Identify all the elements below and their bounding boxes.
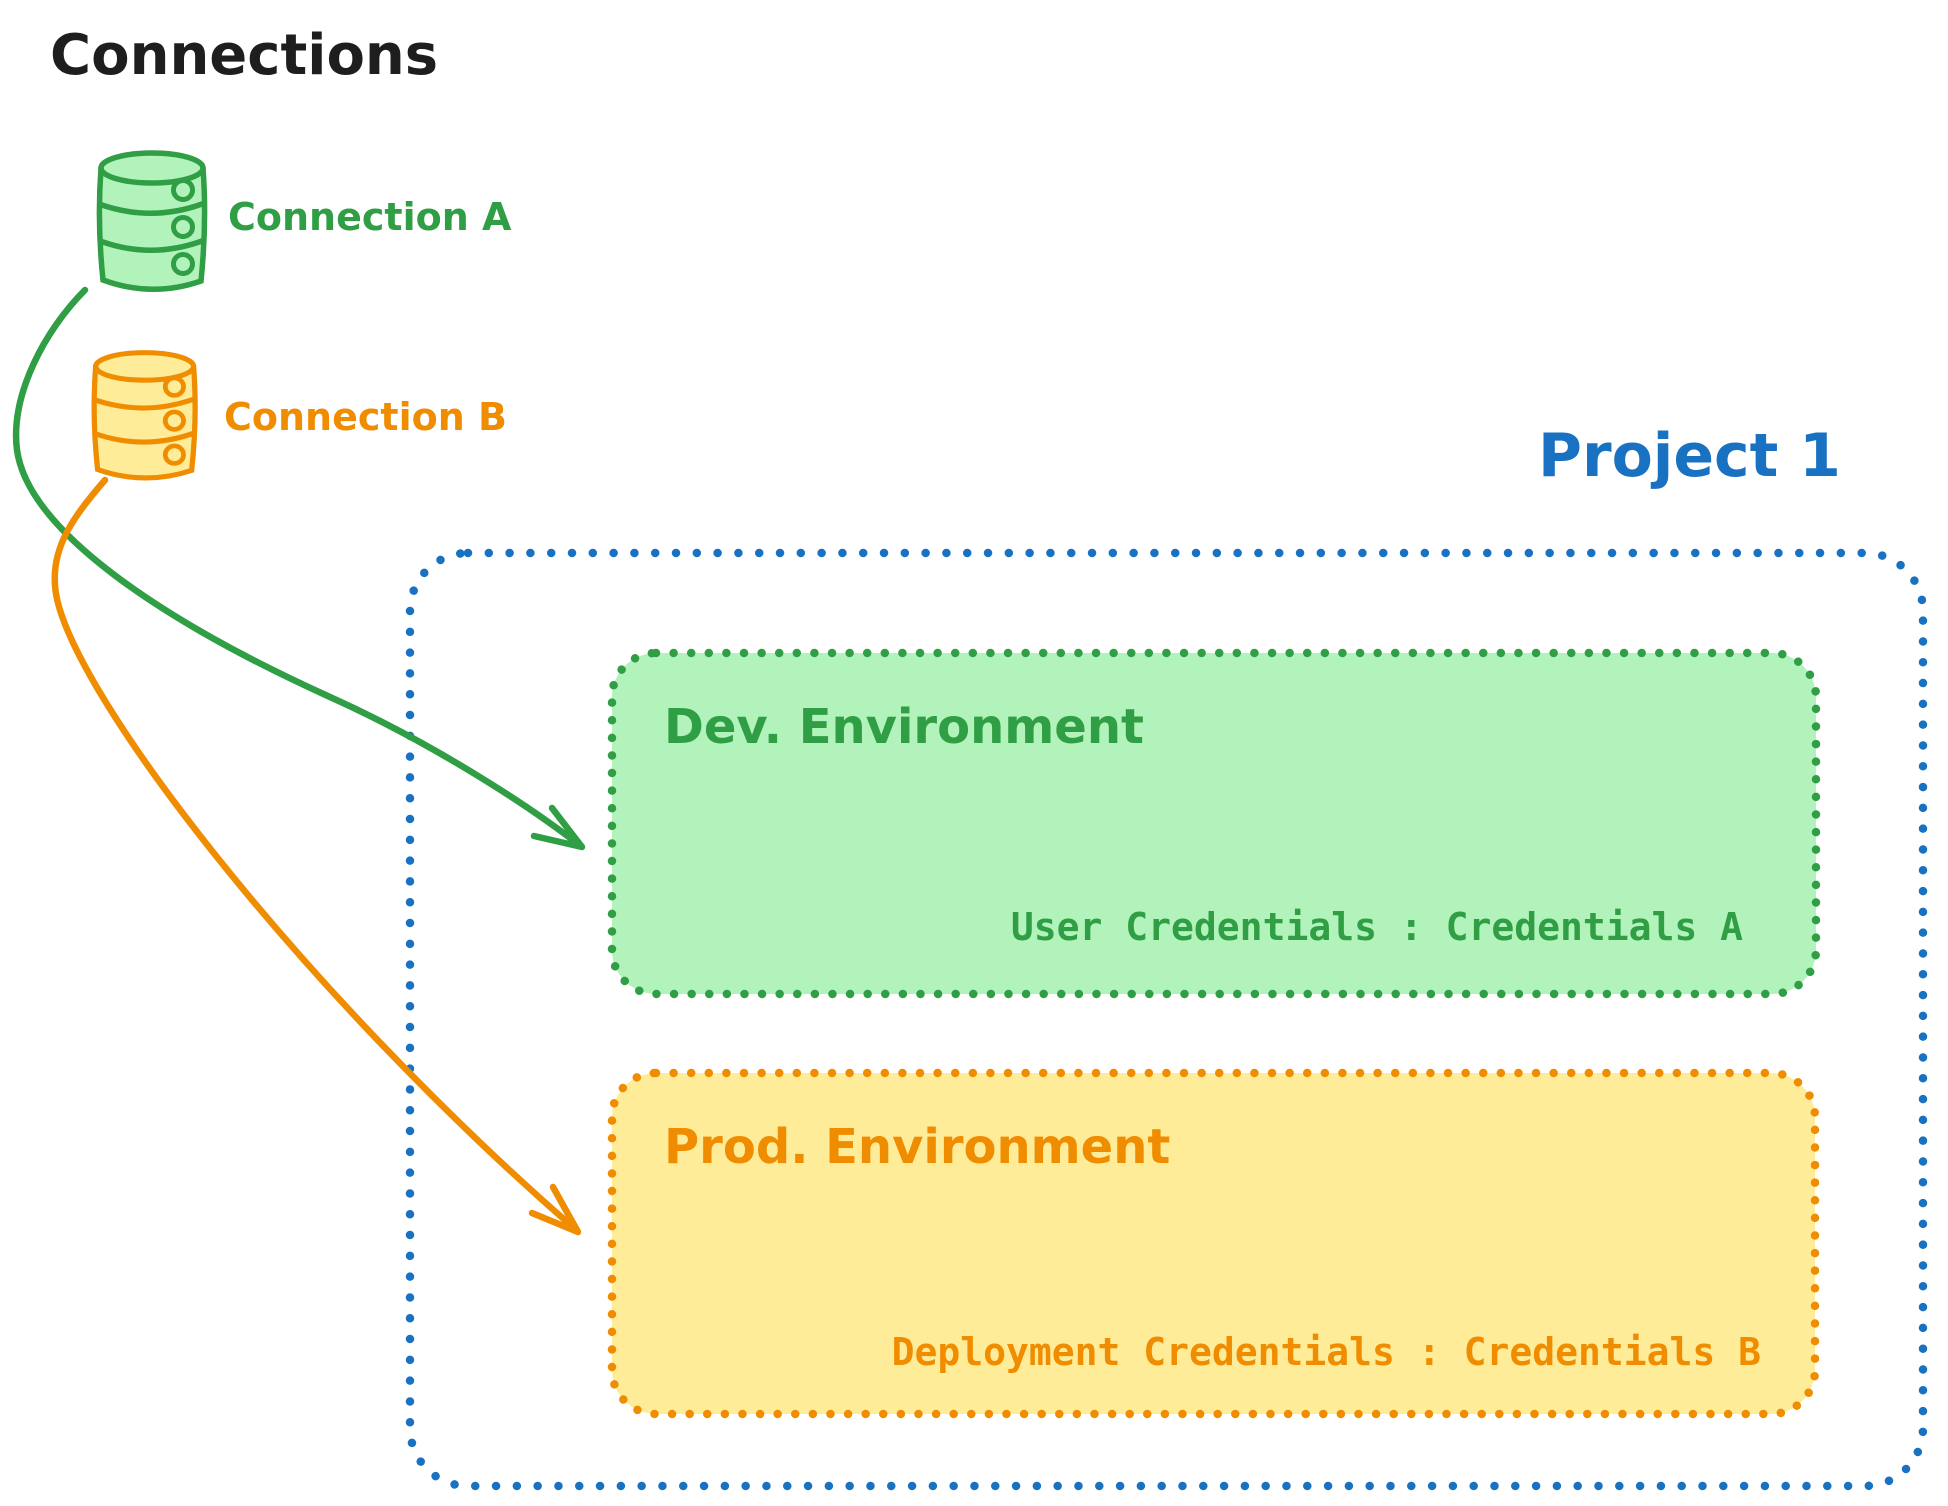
arrowhead-orange [528, 1183, 582, 1236]
dev-environment-box [607, 648, 1821, 999]
database-icon [91, 350, 198, 481]
connection-a-label: Connection A [228, 195, 512, 239]
arrow-connection-a-to-dev [12, 286, 586, 851]
connection-b-label: Connection B [224, 395, 507, 439]
project-title: Project 1 [1538, 421, 1841, 491]
prod-environment-credentials: Deployment Credentials : Credentials B [891, 1330, 1761, 1374]
arrow-connection-b-to-prod [51, 476, 582, 1236]
dev-environment-name: Dev. Environment [664, 699, 1144, 755]
project-box-border [405, 548, 1928, 1491]
connections-title: Connections [50, 23, 439, 88]
prod-environment-box [607, 1068, 1820, 1419]
dev-environment-credentials: User Credentials : Credentials A [1010, 905, 1743, 949]
database-icon [96, 150, 208, 292]
arrowhead-green [530, 804, 586, 851]
prod-environment-name: Prod. Environment [664, 1119, 1171, 1175]
